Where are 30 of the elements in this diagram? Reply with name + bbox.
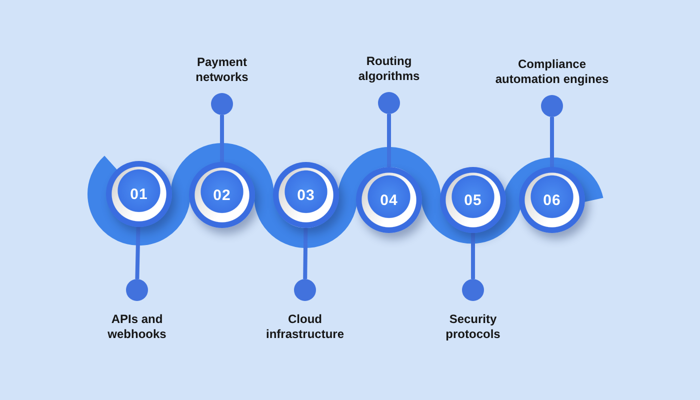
step-circle [189, 162, 255, 228]
leader-line [471, 233, 475, 279]
step-number: 04 [380, 192, 398, 208]
step-number: 01 [130, 186, 148, 202]
step-label: APIs and webhooks [106, 312, 168, 342]
leader-line [303, 228, 308, 280]
leader-dot [378, 92, 400, 114]
step-label: Routing algorithms [357, 54, 421, 84]
leader-line [550, 117, 554, 167]
step-circle [440, 167, 506, 233]
step-number: 03 [297, 186, 315, 204]
step-circle [356, 167, 422, 233]
step-label: Cloud infrastructure [264, 312, 346, 342]
leader-dot [294, 279, 316, 301]
step-circle [273, 162, 339, 228]
step-label: Compliance automation engines [494, 57, 610, 87]
step-number: 05 [464, 192, 482, 208]
leader-line [135, 226, 140, 280]
leader-line [387, 114, 391, 167]
leader-dot [126, 279, 148, 301]
step-circle [519, 167, 585, 233]
step-number: 06 [543, 192, 561, 208]
step-number: 02 [213, 186, 231, 204]
leader-dot [462, 279, 484, 301]
step-label: Security protocols [444, 312, 502, 342]
leader-line [220, 115, 224, 162]
leader-dot [211, 93, 233, 115]
leader-dot [541, 95, 563, 117]
step-circle [106, 161, 172, 227]
step-label: Payment networks [194, 55, 250, 85]
